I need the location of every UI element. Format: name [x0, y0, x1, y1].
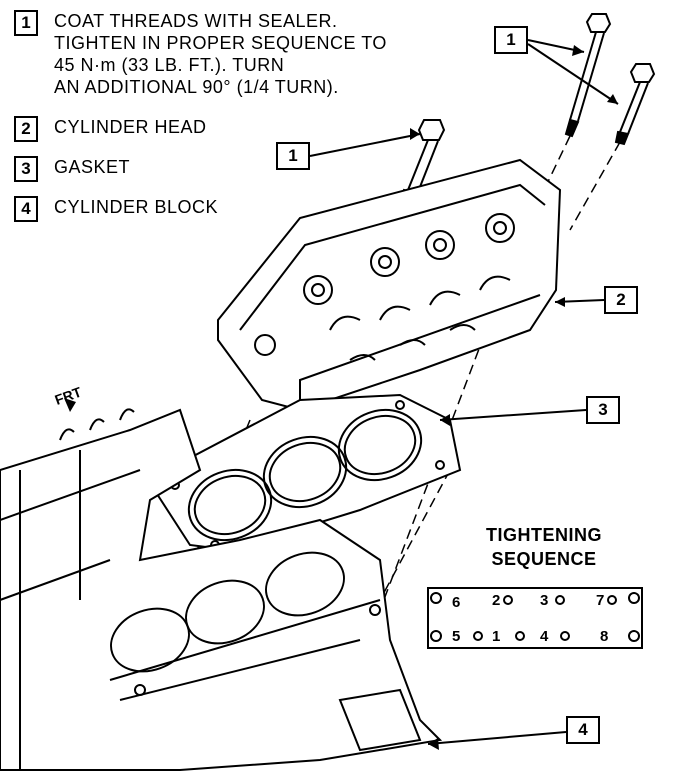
sequence-title-line-1: TIGHTENING: [486, 525, 602, 545]
callout-bolt-top: 1: [494, 26, 528, 54]
seq-bottom-2: 1: [492, 628, 500, 645]
cylinder-block: [0, 408, 443, 771]
seq-top-4: 7: [596, 592, 604, 609]
legend-item-3: 3 GASKET: [14, 156, 130, 182]
legend-item-4: 4 CYLINDER BLOCK: [14, 196, 218, 222]
legend-1-line-2: TIGHTEN IN PROPER SEQUENCE TO: [54, 33, 387, 53]
legend-1-line-1: COAT THREADS WITH SEALER.: [54, 11, 338, 31]
legend-number-4: 4: [14, 196, 38, 222]
callout-cylinder-block: 4: [566, 716, 600, 744]
seq-bottom-4: 8: [600, 628, 608, 645]
seq-top-1: 6: [452, 594, 460, 611]
seq-top-2: 2: [492, 592, 500, 609]
legend-1-line-3: 45 N·m (33 LB. FT.). TURN: [54, 55, 285, 75]
sequence-head-outline: [427, 587, 643, 649]
seq-bottom-1: 5: [452, 628, 460, 645]
legend-item-2: 2 CYLINDER HEAD: [14, 116, 207, 142]
legend-1-line-4: AN ADDITIONAL 90° (1/4 TURN).: [54, 77, 339, 97]
legend-text-3: GASKET: [54, 157, 131, 177]
legend-item-1: 1 COAT THREADS WITH SEALER. TIGHTEN IN P…: [14, 10, 387, 98]
cylinder-head: [217, 158, 562, 412]
seq-top-3: 3: [540, 592, 548, 609]
callout-gasket: 3: [586, 396, 620, 424]
callout-cylinder-head: 2: [604, 286, 638, 314]
legend-text-1: COAT THREADS WITH SEALER. TIGHTEN IN PRO…: [54, 10, 387, 98]
legend-number-2: 2: [14, 116, 38, 142]
legend-text-2: CYLINDER HEAD: [54, 117, 207, 137]
sequence-title-line-2: SEQUENCE: [491, 549, 597, 569]
legend-number-3: 3: [14, 156, 38, 182]
head-bolt-2: [614, 63, 656, 146]
seq-bottom-3: 4: [540, 628, 549, 645]
legend-text-4: CYLINDER BLOCK: [54, 197, 219, 217]
head-bolt-1: [564, 13, 612, 138]
callout-bolt-mid: 1: [276, 142, 310, 170]
legend-number-1: 1: [14, 10, 38, 36]
